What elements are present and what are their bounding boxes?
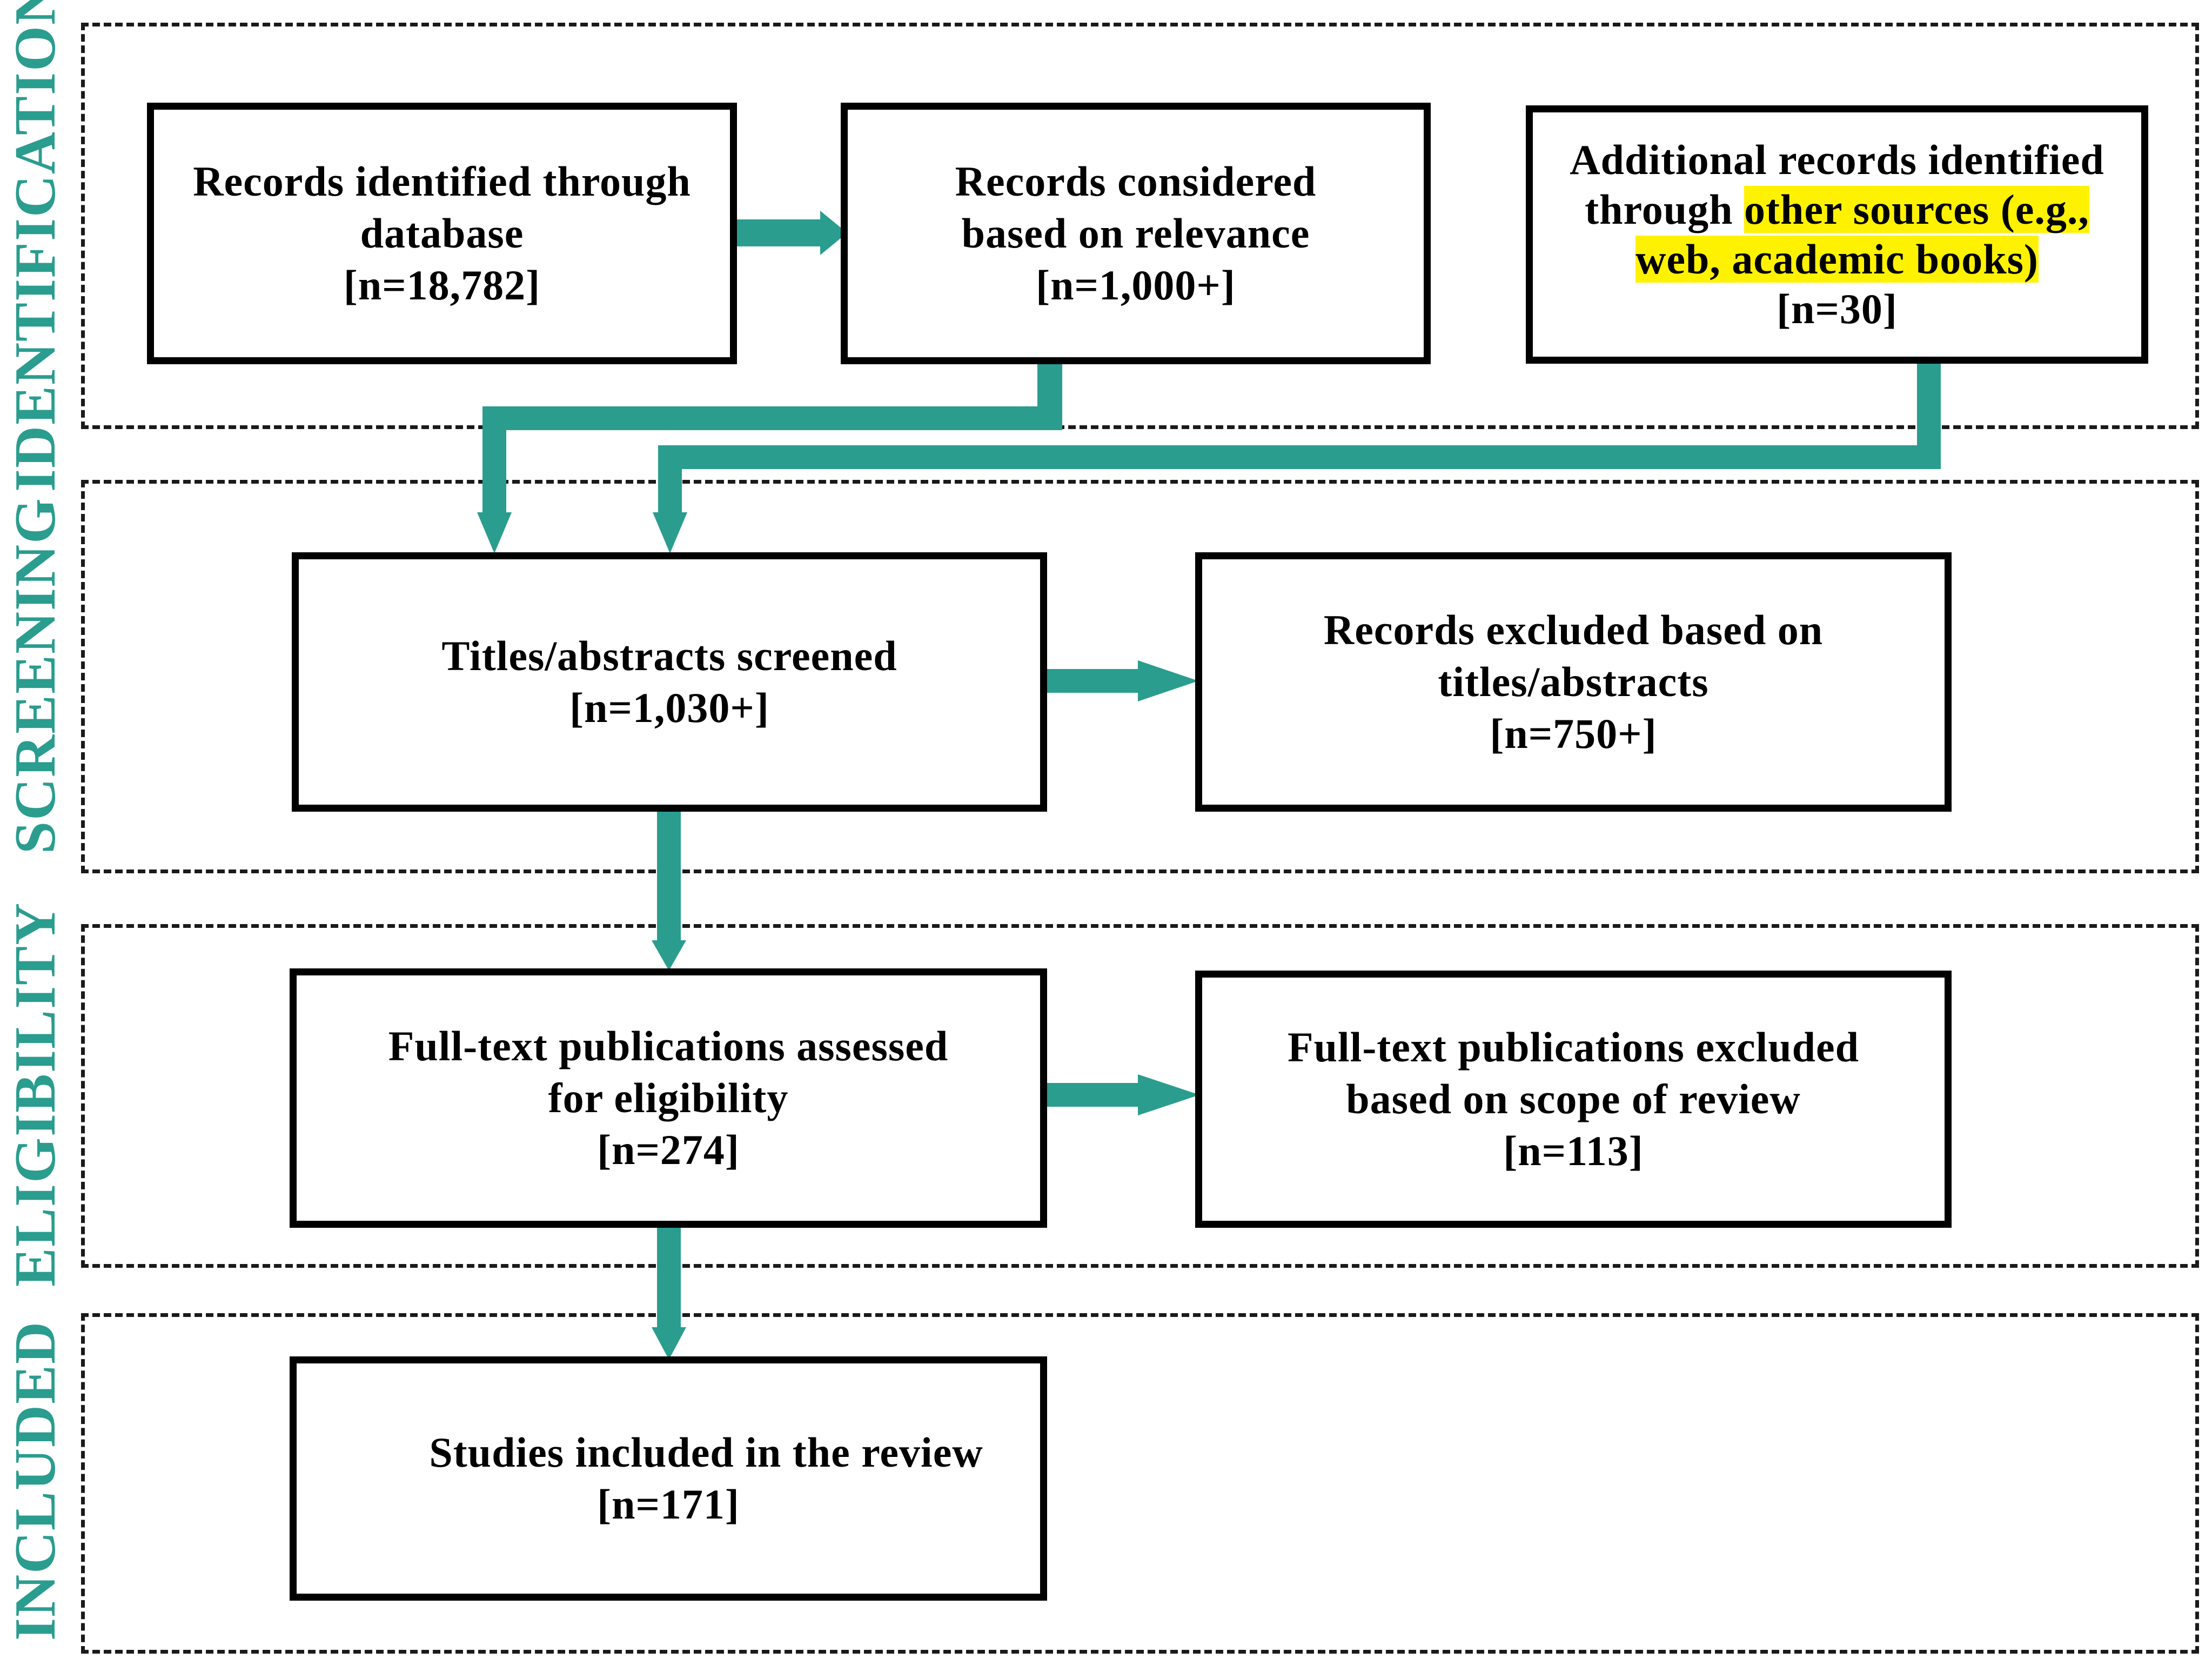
additional-records-line1: Additional records identified	[1570, 136, 2104, 183]
arrow-assessed-to-included-shaft	[657, 1225, 681, 1330]
additional-records-line2b-highlight: other sources (e.g.,	[1744, 186, 2089, 233]
records-database-line2: database	[360, 210, 524, 257]
arrow-relevance-horizontal-shaft	[482, 406, 1062, 430]
screening-section	[81, 480, 2199, 873]
arrow-assessed-to-excluded-shaft	[1043, 1083, 1140, 1107]
arrow-screened-to-excluded-shaft	[1043, 669, 1140, 693]
fulltext-assessed-box: Full-text publications assessed for elig…	[290, 968, 1047, 1228]
arrow-assessed-to-included-head	[652, 1327, 686, 1360]
arrow-assessed-to-excluded-head	[1138, 1074, 1199, 1115]
arrow-screened-to-excluded-head	[1138, 660, 1198, 701]
eligibility-section	[81, 924, 2199, 1268]
arrow-database-to-relevance-shaft	[730, 219, 822, 246]
arrow-screened-to-fulltext-shaft	[657, 807, 681, 942]
fulltext-excluded-count: [n=113]	[1503, 1127, 1644, 1174]
arrow-database-to-relevance-head	[820, 211, 847, 255]
studies-included-box: Studies included in the review [n=171]	[290, 1356, 1047, 1601]
records-database-count: [n=18,782]	[343, 262, 541, 309]
additional-records-count: [n=30]	[1777, 285, 1898, 332]
arrow-screened-to-fulltext-head	[652, 940, 686, 971]
additional-records-line3: web, academic books)	[1635, 235, 2039, 284]
records-database-box: Records identified through database [n=1…	[147, 103, 737, 364]
additional-records-box: Additional records identified through ot…	[1526, 105, 2148, 364]
titles-screened-box: Titles/abstracts screened [n=1,030+]	[292, 552, 1047, 812]
arrow-relevance-to-screening-head	[477, 512, 512, 553]
additional-records-line3-highlight: web, academic books)	[1635, 236, 2039, 283]
identification-section	[81, 23, 2199, 429]
fulltext-assessed-count: [n=274]	[597, 1126, 740, 1173]
fulltext-excluded-box: Full-text publications excluded based on…	[1195, 971, 1952, 1228]
arrow-additional-horizontal-shaft	[658, 445, 1941, 469]
records-excluded-box: Records excluded based on titles/abstrac…	[1195, 552, 1952, 812]
fulltext-excluded-line1: Full-text publications excluded	[1287, 1024, 1860, 1071]
records-excluded-line2: titles/abstracts	[1438, 658, 1709, 705]
titles-screened-line1: Titles/abstracts screened	[441, 632, 897, 679]
additional-records-line2: through other sources (e.g.,	[1585, 185, 2089, 235]
records-excluded-count: [n=750+]	[1490, 710, 1657, 757]
fulltext-assessed-line2: for eligibility	[548, 1074, 789, 1121]
titles-screened-count: [n=1,030+]	[569, 684, 769, 731]
studies-included-count: [n=171]	[597, 1481, 740, 1528]
records-relevance-line1: Records considered	[955, 158, 1317, 205]
fulltext-excluded-line2: based on scope of review	[1346, 1075, 1801, 1122]
records-relevance-line2: based on relevance	[961, 210, 1310, 257]
included-section	[81, 1313, 2199, 1654]
arrow-additional-to-screening-shaft	[658, 445, 682, 516]
records-relevance-box: Records considered based on relevance [n…	[841, 103, 1431, 364]
records-excluded-line1: Records excluded based on	[1323, 606, 1824, 653]
arrow-additional-to-screening-head	[653, 512, 687, 553]
records-database-line1: Records identified through	[193, 158, 691, 205]
records-relevance-count: [n=1,000+]	[1036, 262, 1236, 309]
additional-records-line2a: through	[1585, 186, 1744, 233]
fulltext-assessed-line1: Full-text publications assessed	[388, 1022, 949, 1069]
arrow-relevance-to-screening-shaft	[482, 406, 506, 516]
studies-included-line1: Studies included in the review	[429, 1429, 983, 1476]
